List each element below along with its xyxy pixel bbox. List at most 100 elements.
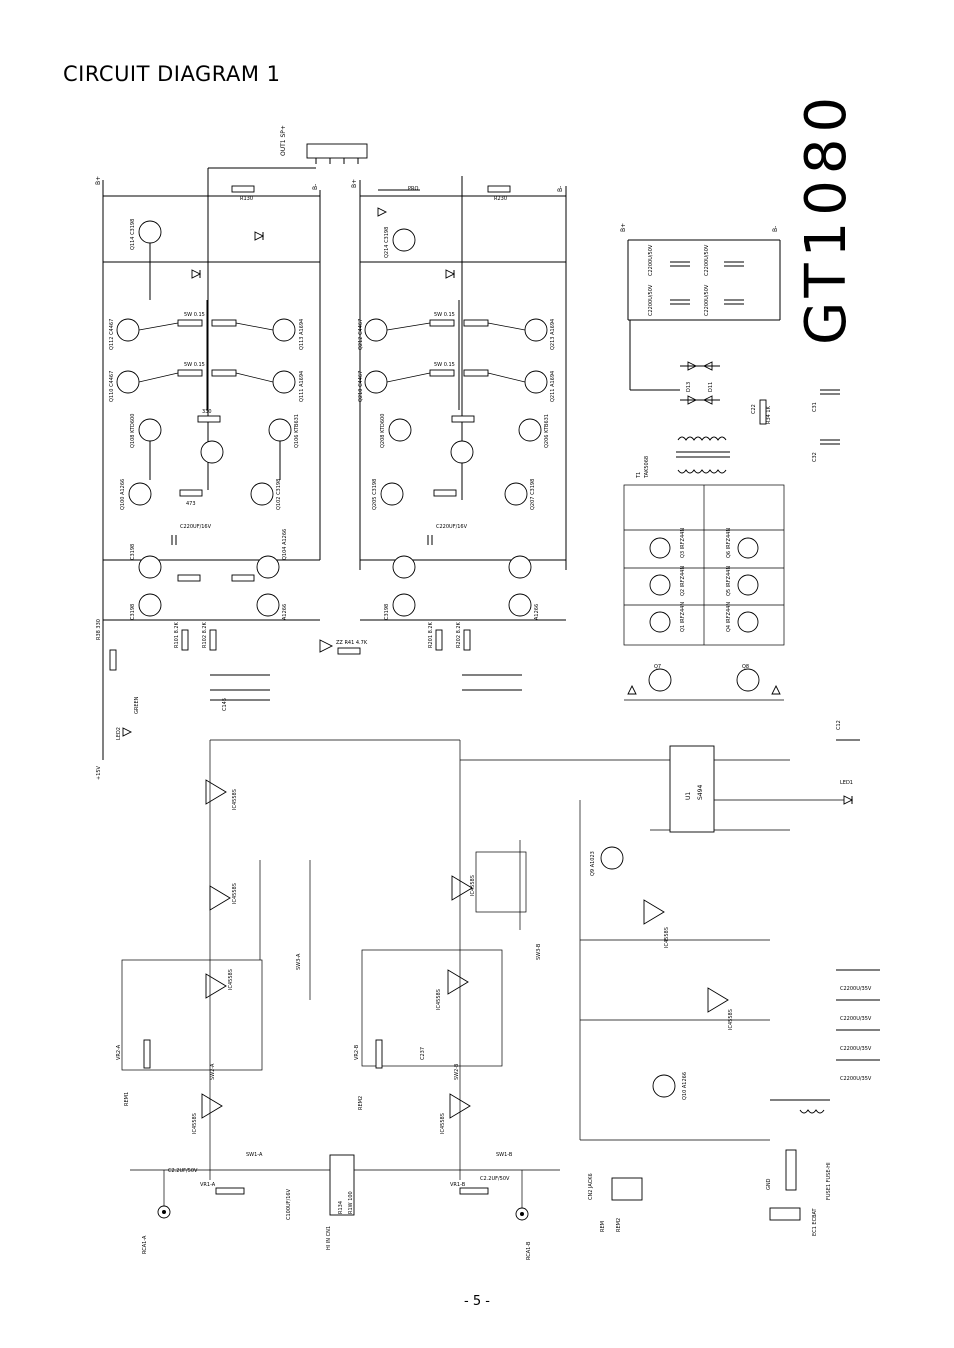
svg-text:REM2: REM2	[616, 1218, 622, 1232]
svg-text:C2200U/35V: C2200U/35V	[840, 986, 872, 992]
svg-text:SW1-A: SW1-A	[246, 1152, 263, 1158]
svg-text:R1W 100: R1W 100	[348, 1191, 354, 1214]
svg-text:R230: R230	[494, 196, 507, 202]
svg-text:IC4558S: IC4558S	[470, 875, 476, 896]
svg-text:Q10 A1266: Q10 A1266	[682, 1072, 688, 1100]
svg-text:5W 0.15: 5W 0.15	[184, 312, 205, 318]
svg-text:IC4558S: IC4558S	[664, 927, 670, 948]
svg-text:REM2: REM2	[358, 1096, 364, 1110]
svg-text:RCA1-B: RCA1-B	[526, 1241, 532, 1260]
svg-text:FUSE1 FUSE-HI: FUSE1 FUSE-HI	[826, 1162, 832, 1200]
svg-text:IC4558S: IC4558S	[232, 789, 238, 810]
svg-text:Q213 A1694: Q213 A1694	[550, 319, 556, 350]
svg-text:R34 1K: R34 1K	[766, 405, 772, 424]
right-channel-amplifier: B+ B- R230 PRO Q214 C3198 Q212 C4467 Q21…	[351, 176, 567, 691]
svg-text:Q212 C4467: Q212 C4467	[358, 319, 364, 350]
svg-text:Q6 IRFZ44N: Q6 IRFZ44N	[726, 528, 732, 558]
svg-text:Q113 A1694: Q113 A1694	[299, 319, 305, 350]
svg-text:C237: C237	[420, 1047, 426, 1060]
svg-text:R201 8.2K: R201 8.2K	[428, 621, 434, 648]
svg-text:IC4558S: IC4558S	[436, 989, 442, 1010]
svg-text:A1266: A1266	[534, 604, 540, 620]
model-label: GT1080	[794, 91, 859, 345]
svg-text:Q106 KTB631: Q106 KTB631	[294, 414, 300, 448]
svg-text:C31: C31	[812, 402, 818, 412]
svg-text:C2200U/50V: C2200U/50V	[648, 284, 654, 316]
svg-text:REM1: REM1	[124, 1092, 130, 1106]
svg-text:A1266: A1266	[282, 604, 288, 620]
svg-text:B+: B+	[95, 176, 102, 185]
svg-text:Q7: Q7	[654, 664, 661, 670]
svg-text:REM: REM	[600, 1221, 606, 1232]
svg-text:C12: C12	[836, 720, 842, 730]
svg-text:R130: R130	[240, 196, 253, 202]
svg-text:SW1-B: SW1-B	[496, 1152, 513, 1158]
svg-text:C2200U/50V: C2200U/50V	[704, 244, 710, 276]
output-connector: OUT1 SP+	[280, 125, 368, 164]
svg-text:R38 330: R38 330	[96, 619, 102, 640]
svg-text:5W 0.15: 5W 0.15	[184, 362, 205, 368]
svg-text:LED1: LED1	[840, 780, 853, 786]
svg-text:R134: R134	[338, 1201, 344, 1214]
svg-text:IC4558S: IC4558S	[440, 1113, 446, 1134]
svg-text:C32: C32	[812, 452, 818, 462]
svg-text:D13: D13	[686, 382, 692, 392]
svg-text:C220UF/16V: C220UF/16V	[180, 524, 212, 530]
svg-text:Q1 IRFZ44N: Q1 IRFZ44N	[680, 602, 686, 632]
svg-text:Q205 C3198: Q205 C3198	[372, 479, 378, 510]
svg-text:VR2-B: VR2-B	[354, 1044, 360, 1060]
svg-text:5W 0.15: 5W 0.15	[434, 362, 455, 368]
svg-text:Q102 C3198: Q102 C3198	[276, 479, 282, 510]
svg-text:B-: B-	[772, 226, 779, 232]
svg-text:C3198: C3198	[130, 544, 136, 560]
svg-text:Q4 IRFZ44N: Q4 IRFZ44N	[726, 602, 732, 632]
svg-text:330: 330	[202, 409, 212, 415]
svg-text:Q114 C3198: Q114 C3198	[130, 219, 136, 250]
svg-text:Q208 KTD600: Q208 KTD600	[380, 414, 386, 448]
svg-text:C2200U/35V: C2200U/35V	[840, 1046, 872, 1052]
svg-text:IC4558S: IC4558S	[232, 883, 238, 904]
svg-text:B+: B+	[351, 179, 358, 188]
svg-text:U1: U1	[685, 792, 692, 800]
right-preamp-section: IC4558S IC4558S IC4558S VR2-B VR1-B RCA1…	[354, 740, 560, 1260]
svg-text:C145: C145	[222, 698, 228, 711]
svg-text:VR1-B: VR1-B	[450, 1182, 466, 1188]
svg-text:IC4558S: IC4558S	[192, 1113, 198, 1134]
svg-text:EC1 ECBAT: EC1 ECBAT	[812, 1207, 818, 1236]
svg-text:473: 473	[186, 501, 196, 507]
svg-text:C2200U/50V: C2200U/50V	[704, 284, 710, 316]
svg-text:C3198: C3198	[130, 604, 136, 620]
page-title: CIRCUIT DIAGRAM 1	[63, 62, 281, 86]
svg-text:B-: B-	[557, 186, 564, 192]
svg-text:SW3-A: SW3-A	[296, 953, 302, 970]
svg-text:D11: D11	[708, 382, 714, 392]
svg-text:5W 0.15: 5W 0.15	[434, 312, 455, 318]
svg-text:Q8: Q8	[742, 664, 749, 670]
power-supply: B+ B- C2200U/50V C2200U/50V C2200U/50V C…	[579, 223, 880, 1236]
svg-text:C2.2UF/50V: C2.2UF/50V	[480, 1176, 510, 1182]
svg-text:C220UF/16V: C220UF/16V	[436, 524, 468, 530]
svg-text:GREEN: GREEN	[134, 696, 140, 714]
svg-text:GND: GND	[766, 1178, 772, 1190]
svg-text:C2200U/35V: C2200U/35V	[840, 1076, 872, 1082]
svg-text:C22: C22	[751, 404, 757, 414]
svg-text:VR1-A: VR1-A	[200, 1182, 216, 1188]
svg-text:HI IN CN1: HI IN CN1	[326, 1226, 332, 1250]
transformer-t1: T1 TAK5068	[636, 436, 730, 479]
svg-text:Q207 C3198: Q207 C3198	[530, 479, 536, 510]
svg-text:R101 8.2K: R101 8.2K	[174, 621, 180, 648]
svg-text:Q9 A1023: Q9 A1023	[590, 851, 596, 876]
svg-text:Q211 A1694: Q211 A1694	[550, 371, 556, 402]
svg-text:C2200U/35V: C2200U/35V	[840, 1016, 872, 1022]
svg-text:C2.2UF/50V: C2.2UF/50V	[168, 1168, 198, 1174]
svg-text:Q104 A1266: Q104 A1266	[282, 529, 288, 560]
svg-text:Q112 C4467: Q112 C4467	[109, 319, 115, 350]
svg-text:B-: B-	[312, 184, 319, 190]
svg-text:CN2 JACK6: CN2 JACK6	[588, 1173, 594, 1200]
svg-text:Q3 IRFZ44N: Q3 IRFZ44N	[680, 528, 686, 558]
svg-text:TAK5068: TAK5068	[644, 456, 650, 479]
svg-text:Q110 C4467: Q110 C4467	[109, 371, 115, 402]
svg-text:Q206 KTB631: Q206 KTB631	[544, 414, 550, 448]
svg-text:PRO: PRO	[408, 186, 418, 192]
